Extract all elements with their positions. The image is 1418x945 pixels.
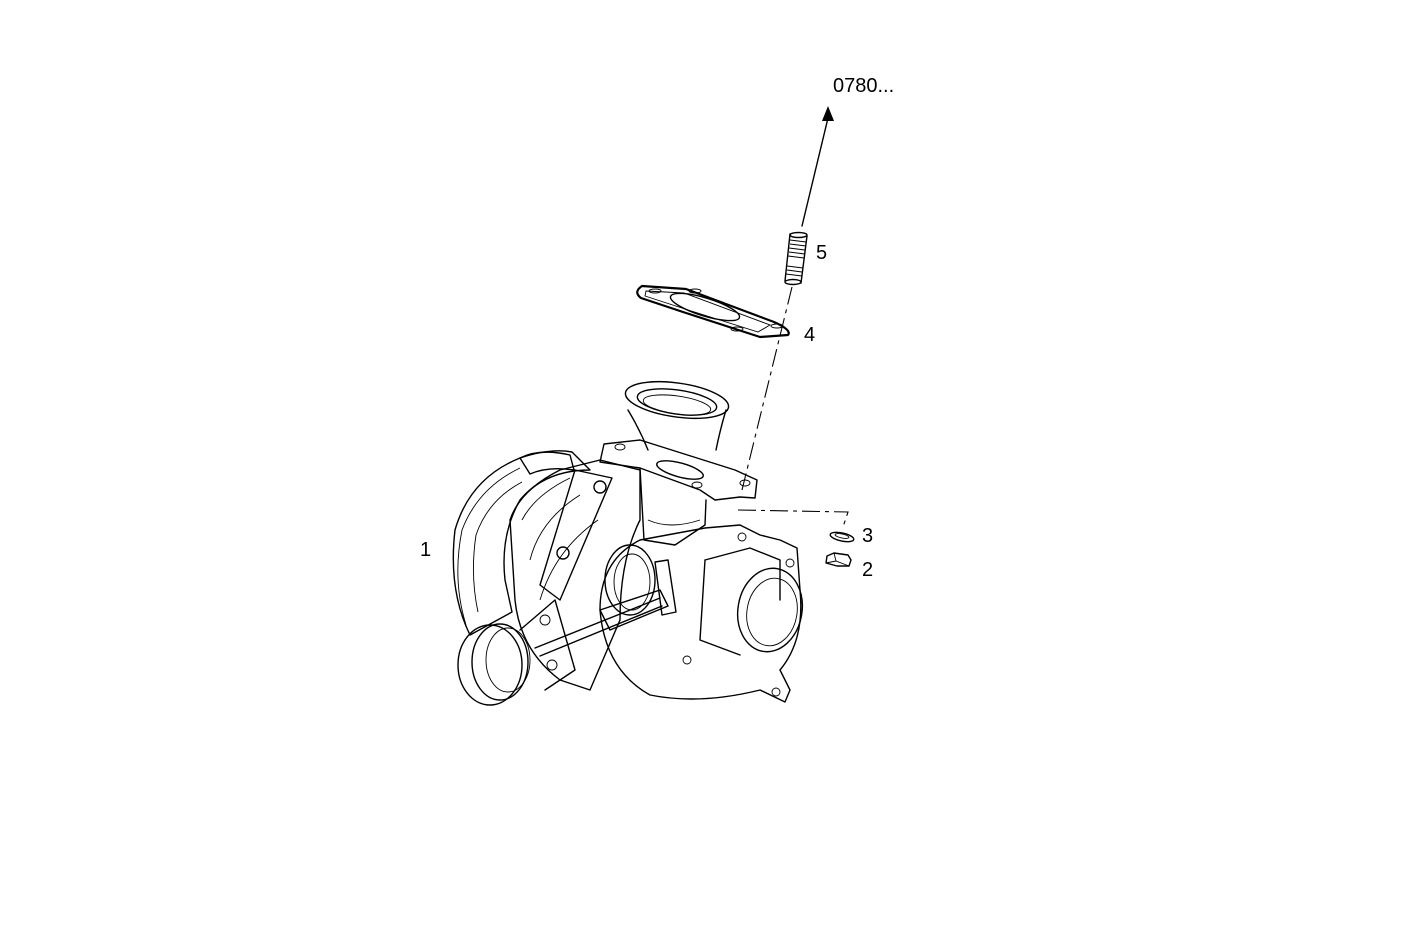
reference-arrow [801,106,834,227]
turbocharger-part-1 [452,380,804,706]
callout-4: 4 [804,324,816,346]
callout-5: 5 [816,242,828,264]
washer-part-3 [829,531,855,543]
callout-1: 1 [420,539,432,561]
fastener-leader-line [737,509,849,528]
callout-2: 2 [862,559,874,581]
nut-part-2 [825,552,852,567]
callout-3: 3 [862,525,874,547]
gasket-part-4 [636,284,790,339]
stud-part-5 [784,231,808,286]
assembly-centerline [741,286,793,491]
reference-link-label[interactable]: 0780... [833,75,895,97]
